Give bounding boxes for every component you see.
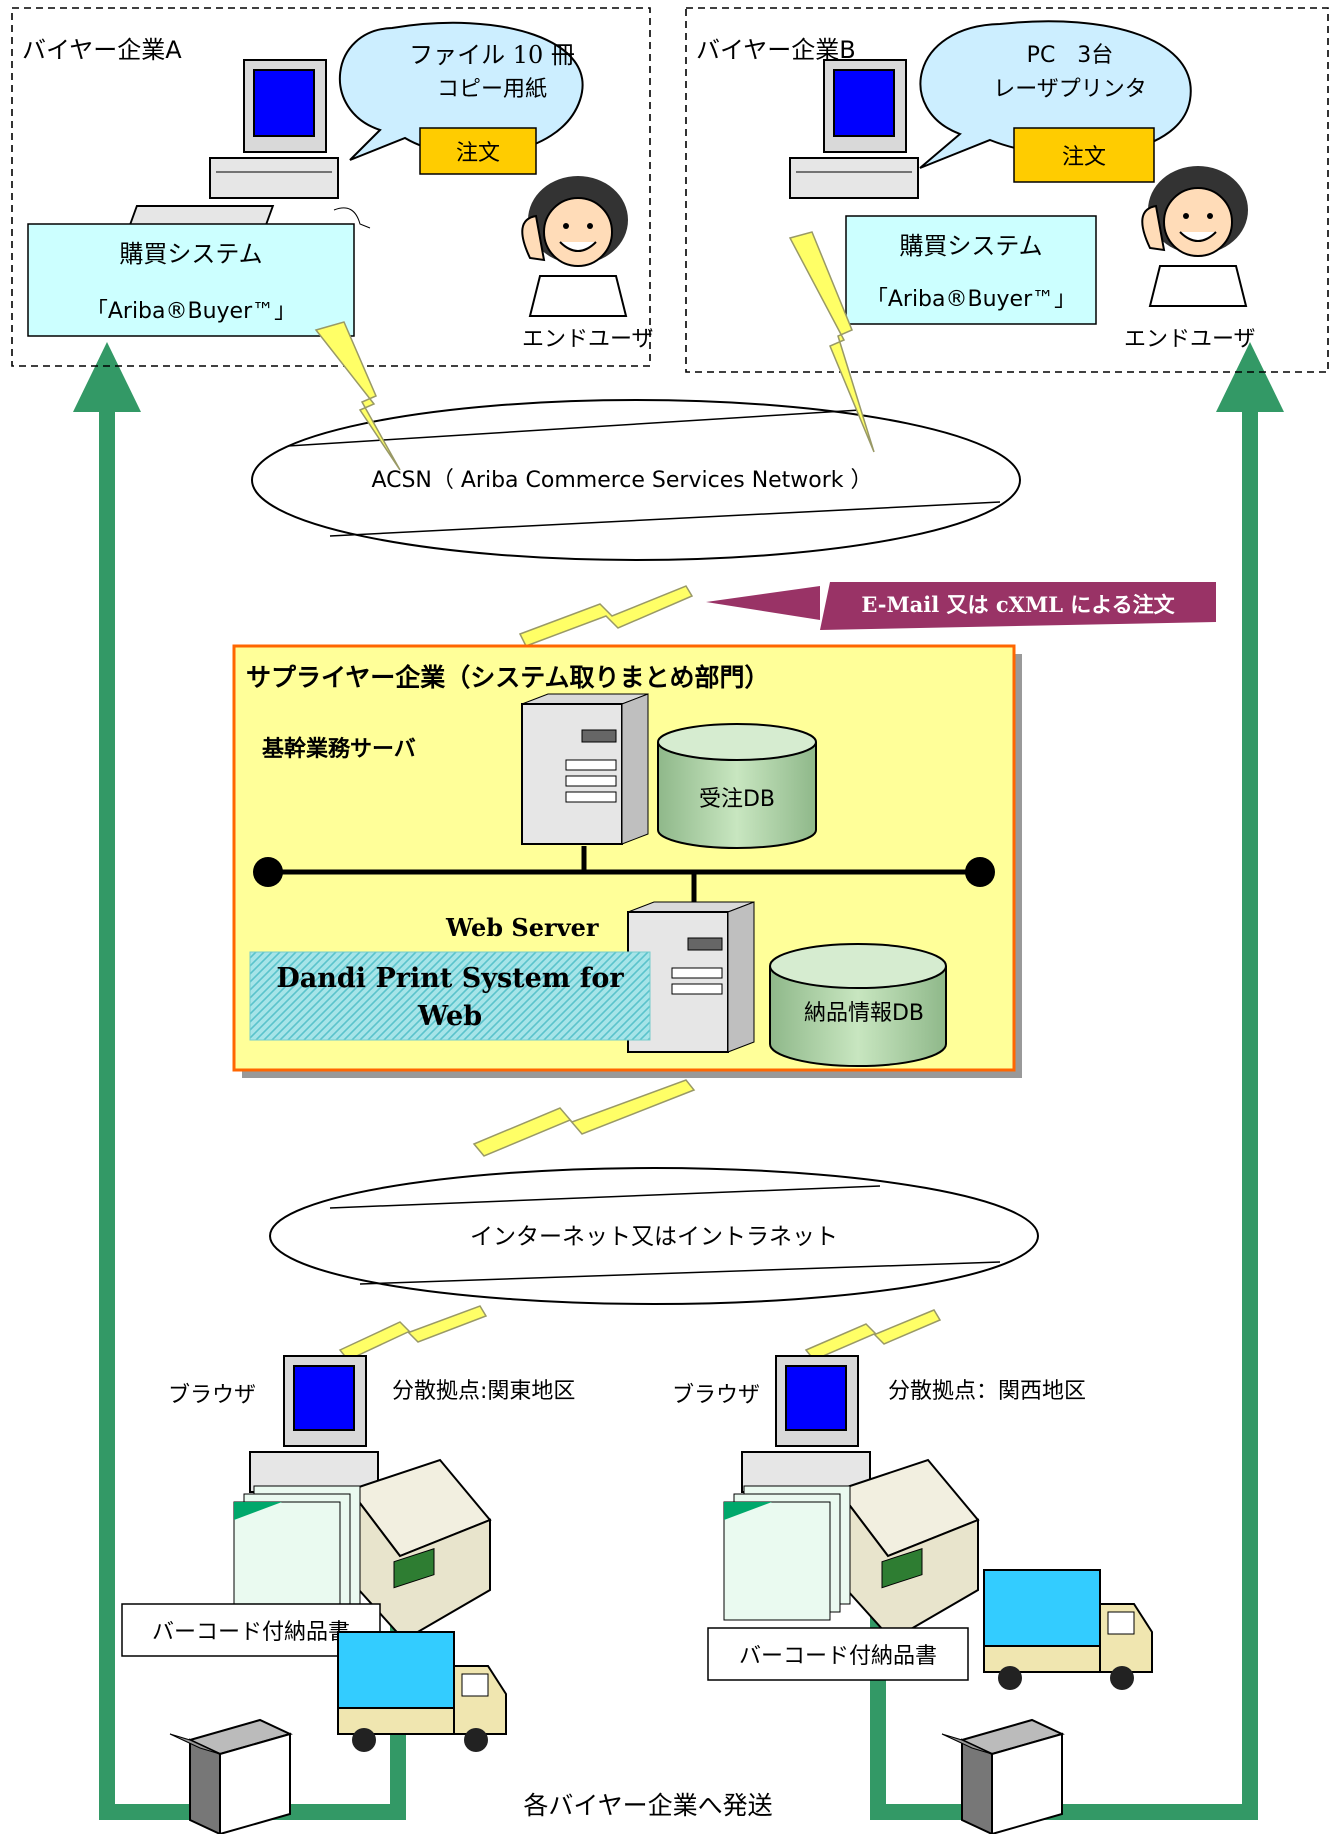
delivery-db-label: 納品情報DB — [804, 1001, 924, 1026]
internet-label: インターネット又はイントラネット — [470, 1224, 838, 1250]
buyer-b-frame — [685, 7, 1329, 373]
bubble-b-line2: レーザプリンタ — [993, 77, 1147, 102]
server-icon — [521, 693, 649, 845]
printer-icon — [836, 1458, 980, 1642]
computer-icon — [126, 59, 371, 231]
order-a-label: 注文 — [456, 141, 500, 166]
app-line1: Dandi Print System for — [276, 963, 624, 994]
buyer-a-frame — [11, 7, 651, 367]
order-callout-text: E-Mail 又は cXML による注文 — [861, 592, 1175, 617]
bubble-b-line1: PC 3台 — [1027, 43, 1114, 68]
connection-bolt-icon — [314, 321, 401, 471]
arrow-head-right-icon — [1216, 342, 1284, 412]
buyer-a-title: バイヤー企業A — [22, 36, 182, 64]
package-box-icon — [941, 1718, 1065, 1834]
end-user-a-label: エンドユーザ — [522, 327, 654, 352]
delivery-slip-icon — [233, 1485, 361, 1621]
core-server-label: 基幹業務サーバ — [262, 736, 416, 762]
shipping-label: 各バイヤー企業へ発送 — [523, 1791, 772, 1820]
end-user-icon — [521, 176, 628, 317]
package-box-icon — [169, 1718, 293, 1834]
system-b-name: 購買システム — [899, 232, 1042, 260]
dandi-print-system — [249, 951, 651, 1041]
computer-icon — [741, 1355, 871, 1493]
acsn-network — [251, 399, 1021, 561]
end-user-icon — [1141, 166, 1248, 307]
purchasing-system-a — [27, 223, 355, 337]
end-user-b-label: エンドユーザ — [1124, 327, 1256, 352]
kanto-browser-label: ブラウザ — [168, 1383, 256, 1408]
system-a-name: 購買システム — [119, 240, 262, 268]
supplier-title: サプライヤー企業（システム取りまとめ部門） — [246, 663, 770, 692]
delivery-slip-icon — [723, 1485, 851, 1621]
printer-icon — [348, 1458, 492, 1642]
kanto-location-label: 分散拠点:関東地区 — [392, 1379, 575, 1404]
truck-icon — [337, 1631, 507, 1752]
computer-icon — [789, 59, 919, 199]
lan-terminator-icon — [965, 857, 995, 887]
kansai-browser-label: ブラウザ — [672, 1383, 760, 1408]
bubble-a-line2: コピー用紙 — [437, 77, 547, 102]
acsn-label: ACSN（ Ariba Commerce Services Network ） — [371, 468, 872, 493]
database-icon — [657, 723, 817, 849]
arrow-head-left-icon — [73, 342, 141, 412]
kansai-location-label: 分散拠点：関西地区 — [888, 1379, 1086, 1404]
order-callout — [706, 582, 1216, 630]
order-button — [419, 127, 537, 175]
connection-bolt-icon — [788, 231, 875, 453]
bubble-a-line1: ファイル 10 冊 — [409, 41, 575, 69]
barcode-slip-label-box — [707, 1627, 969, 1681]
web-server-label: Web Server — [445, 913, 599, 942]
database-icon — [769, 943, 947, 1067]
order-button — [1013, 127, 1155, 183]
connection-bolt-icon — [804, 1309, 942, 1361]
kanto-slip-label: バーコード付納品書 — [152, 1620, 350, 1645]
system-a-product: 「Ariba®Buyer™」 — [86, 299, 296, 324]
kansai-slip-label: バーコード付納品書 — [739, 1644, 937, 1669]
order-db-label: 受注DB — [699, 787, 775, 812]
truck-icon — [983, 1569, 1153, 1690]
connection-bolt-icon — [472, 1079, 696, 1157]
connection-bolt-icon — [518, 585, 694, 647]
computer-icon — [249, 1355, 379, 1493]
shipping-arrow-right — [870, 410, 1258, 1820]
system-b-product: 「Ariba®Buyer™」 — [866, 287, 1076, 312]
app-line2: Web — [417, 1001, 482, 1032]
purchasing-system-b — [845, 215, 1097, 325]
connection-bolt-icon — [338, 1305, 488, 1361]
order-b-label: 注文 — [1062, 145, 1106, 170]
lan-terminator-icon — [253, 857, 283, 887]
